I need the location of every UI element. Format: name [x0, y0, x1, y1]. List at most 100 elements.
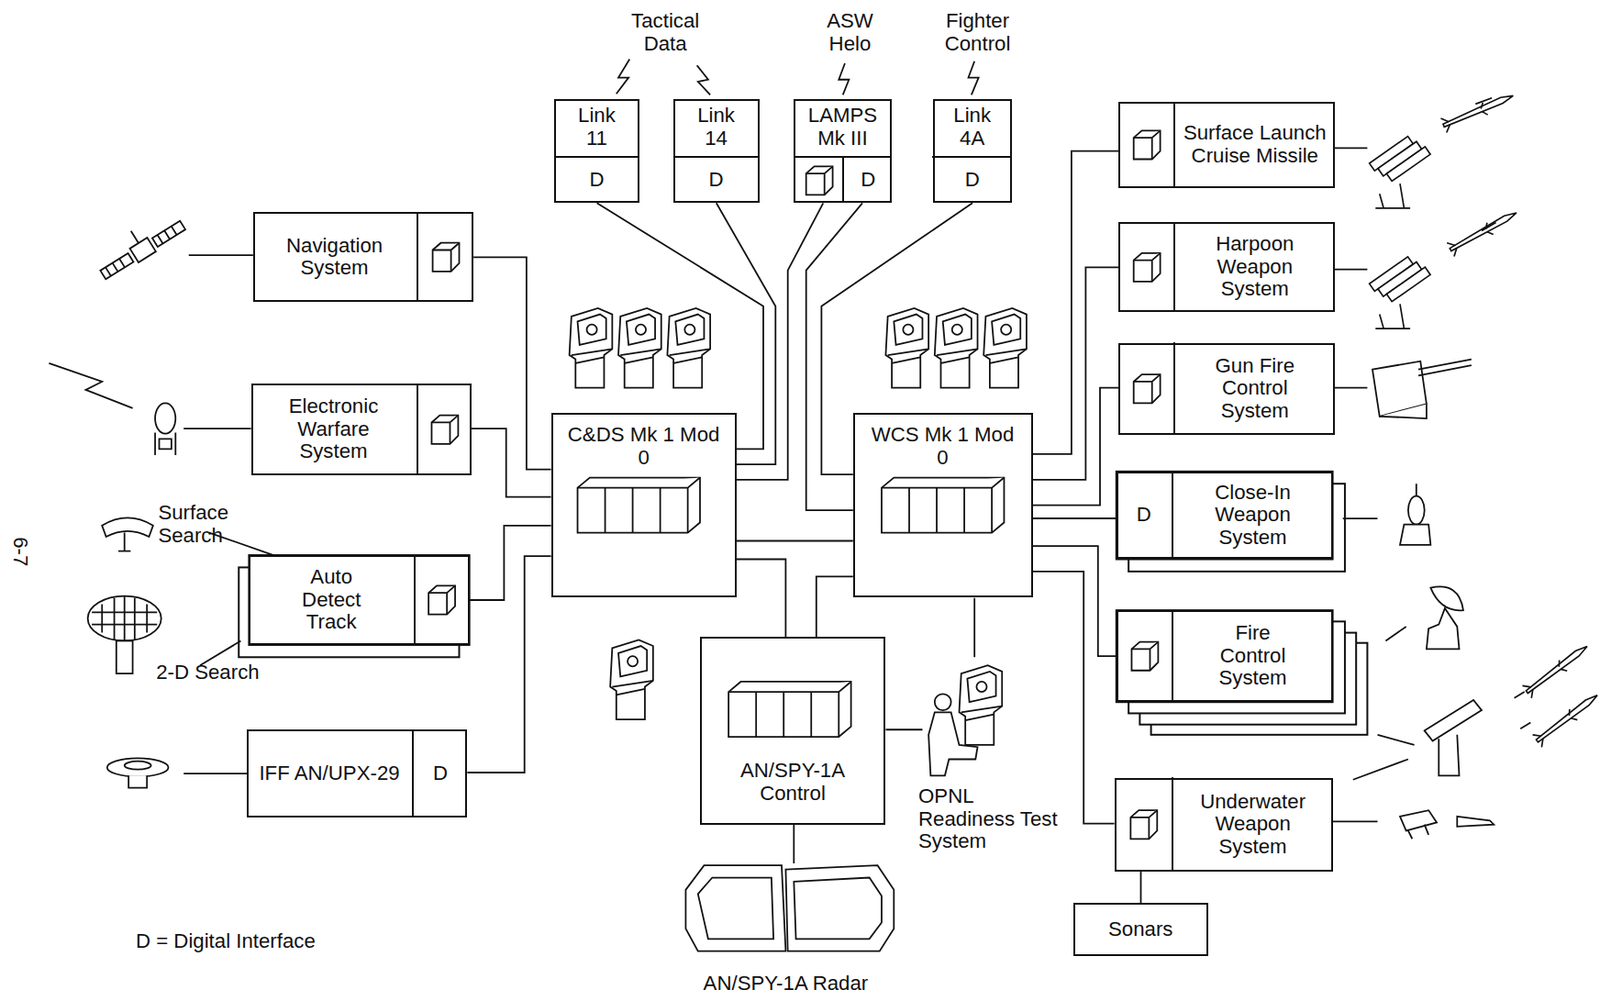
- system-box: Link 14 D: [673, 99, 759, 203]
- digital-interface-mark: D: [709, 168, 724, 191]
- cell-divider: [1116, 610, 1174, 702]
- box-label: Link 14: [687, 104, 745, 150]
- box-text-area: Harpoon Weapon System: [1175, 222, 1335, 312]
- box-label: C&DS Mk 1 Mod 0: [566, 423, 721, 469]
- cell-divider: D: [842, 155, 891, 203]
- box-label: Navigation System: [267, 234, 401, 280]
- box-label: LAMPS Mk III: [793, 104, 892, 150]
- system-box: Sonars: [1073, 902, 1209, 956]
- system-box: Electronic Warfare System: [251, 383, 472, 476]
- annotation-label: Fighter Control: [922, 10, 1033, 56]
- system-box: Surface Launch Cruise Missile: [1118, 101, 1335, 188]
- data-connector: [1033, 266, 1119, 479]
- data-connector: [736, 559, 786, 638]
- digital-interface-mark: D: [1136, 503, 1152, 526]
- annotation-label: Tactical Data: [611, 10, 719, 56]
- cell-divider: [1118, 342, 1176, 434]
- box-text-area: Link 11: [567, 99, 625, 156]
- data-connector: [736, 540, 854, 543]
- box-label: Harpoon Weapon System: [1193, 233, 1316, 300]
- system-box: Gun Fire Control System: [1118, 343, 1335, 435]
- cell-divider: D: [932, 155, 1012, 203]
- data-connector: [1033, 571, 1115, 824]
- box-text-area: Close-In Weapon System: [1173, 471, 1334, 560]
- annotation-label: D = Digital Interface: [135, 930, 381, 953]
- system-box: C&DS Mk 1 Mod 0: [551, 412, 737, 597]
- system-box: Underwater Weapon System: [1114, 777, 1334, 872]
- annotation-label: OPNL Readiness Test System: [918, 785, 1062, 853]
- data-connector: [816, 576, 854, 637]
- box-label: Underwater Weapon System: [1191, 790, 1314, 858]
- system-box: IFF AN/UPX-29 D: [246, 729, 467, 818]
- box-text-area: WCS Mk 1 Mod 0: [853, 417, 1034, 478]
- system-box: Auto Detect Track: [248, 555, 469, 645]
- data-connector: [466, 555, 551, 773]
- data-connector: [471, 428, 552, 498]
- data-connector: [716, 202, 777, 465]
- cell-divider: D: [554, 155, 640, 203]
- digital-interface-mark: D: [433, 762, 448, 785]
- box-text-area: Surface Launch Cruise Missile: [1175, 101, 1335, 188]
- data-connector: [1033, 151, 1119, 455]
- cell-divider: D: [1116, 471, 1174, 560]
- digital-interface-mark: D: [965, 168, 980, 191]
- box-text-area: Link 4A: [942, 99, 1002, 156]
- data-connector: [736, 202, 823, 480]
- box-label: Electronic Warfare System: [272, 395, 395, 463]
- box-label: IFF AN/UPX-29: [258, 762, 400, 785]
- box-label: WCS Mk 1 Mod 0: [866, 423, 1020, 469]
- system-box: WCS Mk 1 Mod 0: [853, 412, 1034, 597]
- system-box: Link 4A D: [933, 99, 1013, 203]
- cell-divider: D: [673, 155, 759, 203]
- box-label: Link 11: [567, 104, 625, 150]
- box-label: AN/SPY-1A Control: [716, 759, 870, 805]
- box-text-area: C&DS Mk 1 Mod 0: [550, 417, 736, 478]
- system-box: Link 11 D: [554, 99, 640, 203]
- box-label: Close-In Weapon System: [1191, 481, 1314, 549]
- system-box: Fire Control System: [1116, 610, 1334, 702]
- annotation-label: Surface Search: [157, 501, 260, 547]
- box-label: Sonars: [1108, 918, 1173, 941]
- box-text-area: Fire Control System: [1173, 610, 1334, 702]
- annotation-label: AN/SPY-1A Radar: [663, 972, 909, 995]
- system-box: AN/SPY-1A Control: [700, 636, 886, 825]
- box-text-area: IFF AN/UPX-29: [246, 729, 412, 818]
- data-connector: [473, 256, 552, 469]
- box-text-area: Sonars: [1073, 902, 1209, 956]
- annotation-label: ASW Helo: [810, 10, 890, 56]
- page-number: 6-7: [9, 531, 32, 572]
- data-connector: [1140, 871, 1143, 904]
- digital-interface-mark: D: [860, 168, 876, 191]
- box-label: Link 4A: [942, 104, 1002, 150]
- box-text-area: Gun Fire Control System: [1175, 342, 1335, 434]
- system-box: LAMPS Mk III D: [793, 99, 892, 203]
- box-text-area: Navigation System: [253, 211, 417, 302]
- box-text-area: LAMPS Mk III: [793, 99, 892, 156]
- data-connector: [469, 525, 552, 600]
- cell-divider: [416, 211, 474, 302]
- data-connector: [1033, 517, 1117, 520]
- annotation-label: 2-D Search: [155, 661, 278, 684]
- system-box: Navigation System: [253, 211, 474, 302]
- system-box: Close-In Weapon System D: [1116, 471, 1334, 560]
- box-label: Auto Detect Track: [285, 566, 378, 634]
- box-text-area: Underwater Weapon System: [1173, 777, 1334, 871]
- cell-divider: [1118, 222, 1176, 312]
- box-text-area: AN/SPY-1A Control: [700, 750, 886, 814]
- box-text-area: Link 14: [687, 99, 745, 156]
- box-label: Fire Control System: [1201, 622, 1304, 689]
- data-connector: [1033, 545, 1117, 656]
- data-connector: [1033, 388, 1119, 506]
- cell-divider: [413, 555, 469, 645]
- box-text-area: Electronic Warfare System: [250, 383, 416, 476]
- system-box: Harpoon Weapon System: [1118, 222, 1335, 312]
- box-label: Gun Fire Control System: [1193, 355, 1316, 423]
- digital-interface-mark: D: [588, 168, 604, 191]
- cell-divider: [416, 383, 472, 476]
- cell-divider: [793, 155, 843, 203]
- cell-divider: D: [411, 729, 467, 818]
- box-label: Surface Launch Cruise Missile: [1177, 122, 1332, 167]
- cell-divider: [1118, 101, 1176, 188]
